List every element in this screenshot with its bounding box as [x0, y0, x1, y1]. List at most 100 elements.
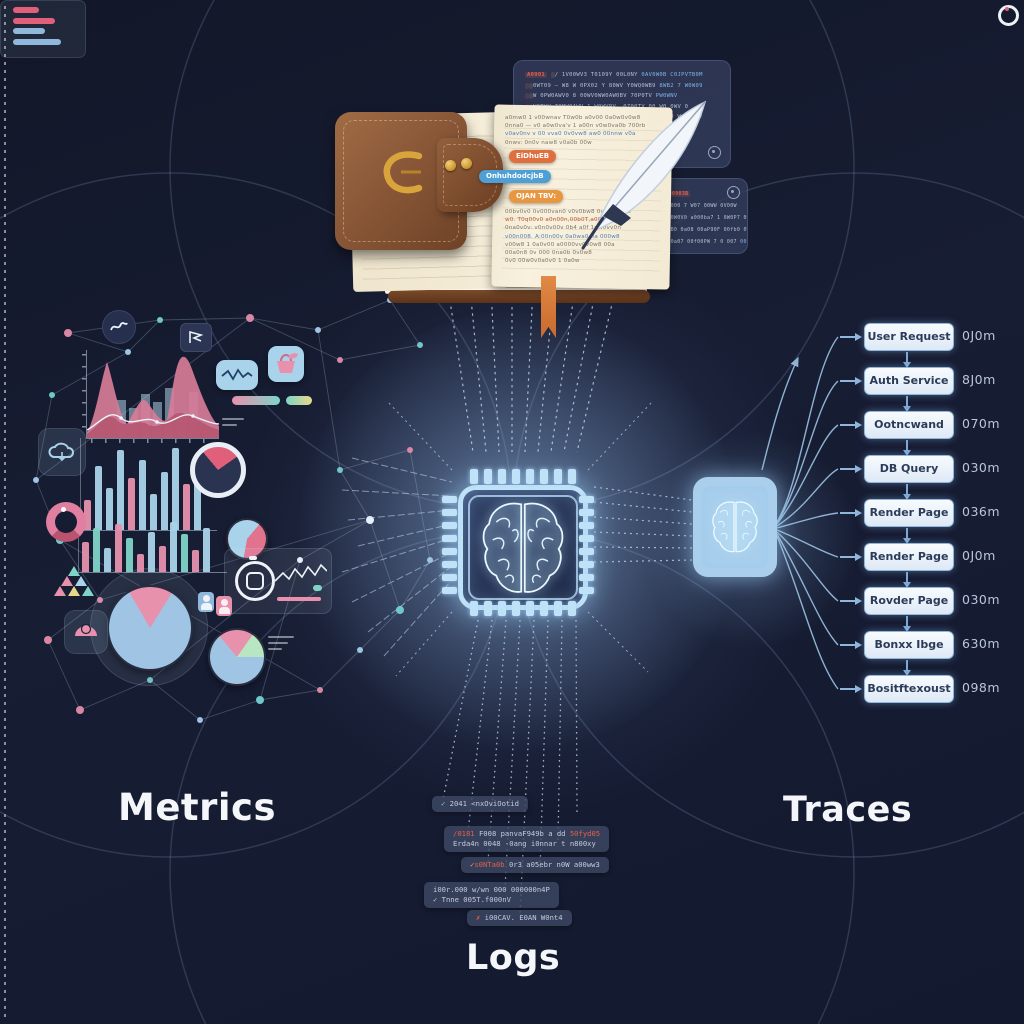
- bar: [159, 546, 166, 572]
- bar: [104, 548, 111, 572]
- trace-row: Render Page 0J0m: [840, 535, 1024, 588]
- trace-down-arrow-icon: [902, 484, 911, 500]
- chip-pin: [579, 574, 594, 581]
- pie-chart-tri: [208, 628, 266, 686]
- bar: [192, 550, 199, 572]
- chip-pin: [526, 601, 534, 616]
- donut-chart-icon: [46, 502, 86, 542]
- chip-pin: [579, 509, 594, 516]
- pie-chart-small: [226, 518, 268, 560]
- code-token-orange: [550, 72, 555, 78]
- trace-entry-arrow-icon: [840, 508, 862, 517]
- alert-chat-icon: [64, 610, 108, 654]
- target-icon: [727, 186, 740, 199]
- journal-tag-2: OnhuhdodcjbB: [479, 170, 551, 183]
- log-line: ✗ i00CAV. E0AN W0nt4: [467, 910, 572, 926]
- trace-duration: 030m: [962, 460, 1001, 475]
- central-brain-chip: [440, 452, 600, 624]
- traces-label: Traces: [783, 790, 913, 830]
- log-highlight: s0NTa0b: [474, 860, 505, 869]
- trace-row: Ootncwand 070m: [840, 403, 1024, 456]
- chip-pin: [554, 469, 562, 484]
- log-text-line2: Erda4n 0048 -0ang i0nnar t n800xy: [453, 839, 596, 848]
- chip-pin: [579, 522, 594, 529]
- log-line: i00r.000 w/wn 000 000000n4P ✓ Tnne 005T.…: [424, 882, 559, 908]
- log-text: F008 panvaF949b a dd: [474, 829, 570, 838]
- code-token-red: A0901: [525, 72, 548, 78]
- journal-tag-3: OJAN TBV:: [509, 190, 563, 203]
- chip-pin: [579, 496, 594, 503]
- log-line: ✓ 2041 <nxOviOotid: [432, 796, 528, 812]
- pink-progress-bar: [277, 597, 321, 601]
- trace-down-arrow-icon: [902, 396, 911, 412]
- pulse-line-icon: [216, 360, 258, 390]
- metrics-label: Metrics: [118, 786, 276, 829]
- log-text: 0r3 a05ebr n0W a00ww3: [504, 860, 600, 869]
- book-spine: [388, 290, 650, 303]
- log-text: i00r.000 w/wn 000 000000n4P: [433, 885, 550, 894]
- chip-pin: [442, 535, 457, 542]
- bar: [115, 524, 122, 572]
- handwriting-line: v00n008. A:00n00v 0a0wa0 0a 000w8: [505, 233, 620, 240]
- bar: [95, 466, 102, 530]
- code-token-orange: [529, 93, 533, 99]
- pie-legend-lines: [268, 636, 294, 654]
- cloud-icon: [38, 428, 86, 476]
- triangle-cluster-icon: [44, 566, 104, 596]
- code-token-blue: PW0WNV: [655, 93, 678, 99]
- log-highlight-trailing: 50fyd05: [569, 829, 601, 838]
- person-badge-pink-icon: [216, 596, 232, 616]
- hbar-row: [13, 38, 77, 45]
- trace-row: Rovder Page 030m: [840, 579, 1024, 632]
- hbar: [13, 38, 61, 45]
- logs-label: Logs: [466, 938, 561, 978]
- trace-entry-arrow-icon: [840, 376, 862, 385]
- trace-down-arrow-icon: [902, 528, 911, 544]
- bar: [93, 528, 100, 572]
- brain-icon: [702, 486, 768, 568]
- trace-down-arrow-icon: [902, 572, 911, 588]
- trace-duration: 036m: [962, 504, 1001, 519]
- rivet-icon: [445, 160, 456, 171]
- chip-body: [458, 485, 588, 610]
- code-token-gray: 0W0W0V0 a000ba7 1 0W0P7 00V: [664, 215, 748, 221]
- code-token-red: GP00903B: [660, 191, 691, 197]
- chip-pin: [442, 522, 457, 529]
- chip-pin: [540, 601, 548, 616]
- trace-span-box: Render Page: [864, 499, 954, 527]
- person-badge-blue-icon: [198, 592, 214, 612]
- chip-pin: [470, 601, 478, 616]
- log-line: ✓s0NTa0b 0r3 a05ebr n0W a00ww3: [461, 857, 609, 873]
- bar: [139, 460, 146, 530]
- code-token-blue: 8WB2 7 W0W09: [659, 82, 703, 89]
- trace-duration: 0J0m: [962, 328, 996, 343]
- code-token-gray: W 0PW0AWV0 8 00WV0WW0AW0BV 70P0TV: [533, 93, 653, 99]
- log-line: /0181 F008 panvaF949b a dd 50fyd05 Erda4…: [444, 826, 610, 852]
- chip-to-chip2-lines: [593, 486, 693, 563]
- handwriting-line: 0na0v0v: v0n0v00v 0b4 a0f 1nw0vv0n: [505, 225, 622, 232]
- quill-pen-icon: [581, 100, 707, 250]
- chip-pin: [568, 469, 576, 484]
- chip-body: [702, 486, 768, 568]
- chip-pin: [579, 587, 594, 594]
- teal-dot: [313, 585, 322, 591]
- trace-entry-arrow-icon: [840, 464, 862, 473]
- trace-entry-arrow-icon: [840, 684, 862, 693]
- trace-row: DB Query 030m: [840, 447, 1024, 500]
- trace-entry-arrow-icon: [840, 640, 862, 649]
- trace-span-box: Ootncwand: [864, 411, 954, 439]
- pie-chart-large: [107, 585, 193, 671]
- handwriting-line: 00a0n8 0v 000 0na0b 0v0w8: [505, 250, 593, 257]
- log-text-line2: ✓ Tnne 005T.f000nV: [433, 895, 511, 904]
- log-status-icon: ✓: [441, 799, 446, 808]
- trace-span-box: Auth Service: [864, 367, 954, 395]
- bar: [117, 450, 124, 530]
- chip-pin: [579, 535, 594, 542]
- handwriting-line: v00w8 1 0a0v00 a0000vv0v0w8 00a: [505, 241, 615, 248]
- chip-pin: [540, 469, 548, 484]
- trace-duration: 8J0m: [962, 372, 996, 387]
- target-icon: [708, 146, 721, 159]
- log-status-icon: ✗: [476, 913, 481, 922]
- hbar: [13, 17, 55, 24]
